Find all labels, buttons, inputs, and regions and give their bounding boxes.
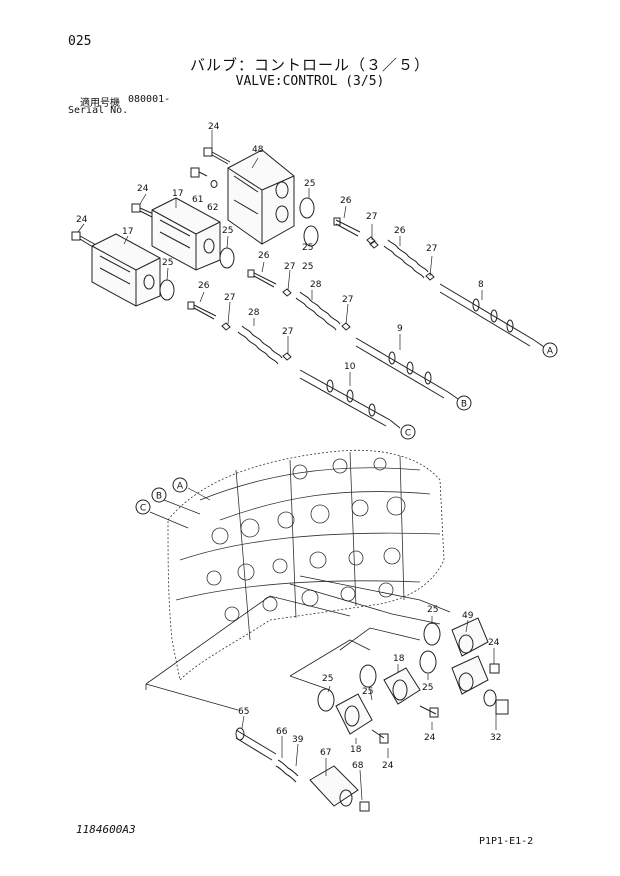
callout-circle-c-upper	[400, 424, 416, 440]
cover-17-lower	[91, 233, 161, 307]
callout-circle-a-upper	[542, 342, 558, 358]
part-label: 27	[366, 212, 377, 222]
part-label: 26	[198, 281, 210, 291]
part-number-labels: 24 48 61 62 24 17 25 25 24 17 25 26 27 2…	[76, 122, 501, 771]
spool-row-c	[187, 301, 401, 429]
part-label: 27	[284, 262, 295, 272]
callout-a-lower: A	[177, 482, 184, 492]
block-18-left	[335, 693, 389, 744]
part-label: 25	[427, 605, 438, 615]
part-label: 66	[276, 727, 288, 737]
callout-c-upper: C	[405, 429, 411, 439]
part-label: 18	[350, 745, 362, 755]
part-label: 61	[192, 195, 203, 205]
part-label: 18	[393, 654, 405, 664]
bolt-24-top	[203, 147, 231, 165]
part-label: 67	[320, 748, 331, 758]
page-code: P1P1-E1-2	[479, 836, 534, 847]
o-ring-25-h	[317, 688, 335, 712]
part-label: 25	[302, 262, 313, 272]
cover-48	[227, 149, 295, 245]
part-label: 48	[252, 145, 264, 155]
block-49	[451, 617, 509, 715]
o-ring-25-c	[219, 247, 235, 269]
part-label: 10	[344, 362, 356, 372]
part-label: 25	[304, 179, 315, 189]
pilot-lines	[145, 575, 451, 711]
part-label: 28	[310, 280, 322, 290]
part-label: 26	[340, 196, 352, 206]
part-label: 25	[362, 687, 373, 697]
serial-label-japanese: 適用号機	[80, 98, 120, 109]
part-label: 27	[426, 244, 437, 254]
part-label: 25	[302, 243, 313, 253]
block-18-right	[383, 667, 439, 718]
part-label: 27	[224, 293, 235, 303]
fitting-61-62	[190, 167, 218, 188]
callout-c-lower: C	[140, 504, 146, 514]
part-label: 26	[394, 226, 406, 236]
part-label: 24	[76, 215, 88, 225]
o-ring-25-b	[303, 225, 319, 247]
part-label: 24	[382, 761, 394, 771]
o-ring-25-g	[359, 664, 377, 688]
title-english: VALVE:CONTROL (3/5)	[235, 74, 385, 89]
part-label: 25	[422, 683, 433, 693]
o-ring-25-f	[419, 650, 437, 674]
valve-body-housing	[167, 449, 445, 681]
part-label: 25	[222, 226, 233, 236]
part-label: 68	[352, 761, 364, 771]
o-ring-25-d	[159, 279, 175, 301]
o-ring-25-a	[299, 197, 315, 219]
part-label: 24	[424, 733, 436, 743]
o-ring-32	[483, 689, 497, 707]
serial-number-value: 080001-	[128, 94, 171, 105]
callout-circle-c-lower	[135, 499, 151, 515]
callout-b-upper: B	[461, 400, 467, 410]
plug-65	[235, 727, 277, 761]
part-label: 25	[322, 674, 333, 684]
part-label: 17	[172, 189, 183, 199]
part-label: 49	[462, 611, 474, 621]
callout-circle-b-upper	[456, 395, 472, 411]
part-label: 9	[397, 324, 403, 334]
part-label: 24	[488, 638, 500, 648]
part-label: 65	[238, 707, 249, 717]
callout-b-lower: B	[156, 492, 162, 502]
part-label: 27	[282, 327, 293, 337]
part-label: 26	[258, 251, 270, 261]
part-label: 8	[478, 280, 484, 290]
spool-row-a	[333, 217, 545, 348]
leader-lines-upper	[77, 130, 483, 386]
spool-row-b	[247, 269, 459, 400]
part-label: 17	[122, 227, 133, 237]
drawing-id: 1184600A3	[76, 823, 136, 836]
callout-a-upper: A	[547, 347, 554, 357]
part-label: 24	[208, 122, 220, 132]
part-label: 25	[162, 258, 173, 268]
leader-lines-lower	[149, 487, 497, 801]
callout-circle-b-lower	[151, 487, 167, 503]
serial-label-english: Serial No.	[68, 105, 129, 116]
part-label: 32	[490, 733, 501, 743]
part-label: 39	[292, 735, 304, 745]
part-label: 28	[248, 308, 260, 318]
page-number: 025	[68, 34, 92, 49]
callout-circle-a-lower	[172, 477, 188, 493]
title-japanese: バルブ：コントロール（３／５）	[189, 56, 430, 74]
o-ring-25-e	[423, 622, 441, 646]
part-label: 24	[137, 184, 149, 194]
spring-39	[275, 759, 299, 783]
part-label: 62	[207, 203, 218, 213]
part-label: 27	[342, 295, 353, 305]
